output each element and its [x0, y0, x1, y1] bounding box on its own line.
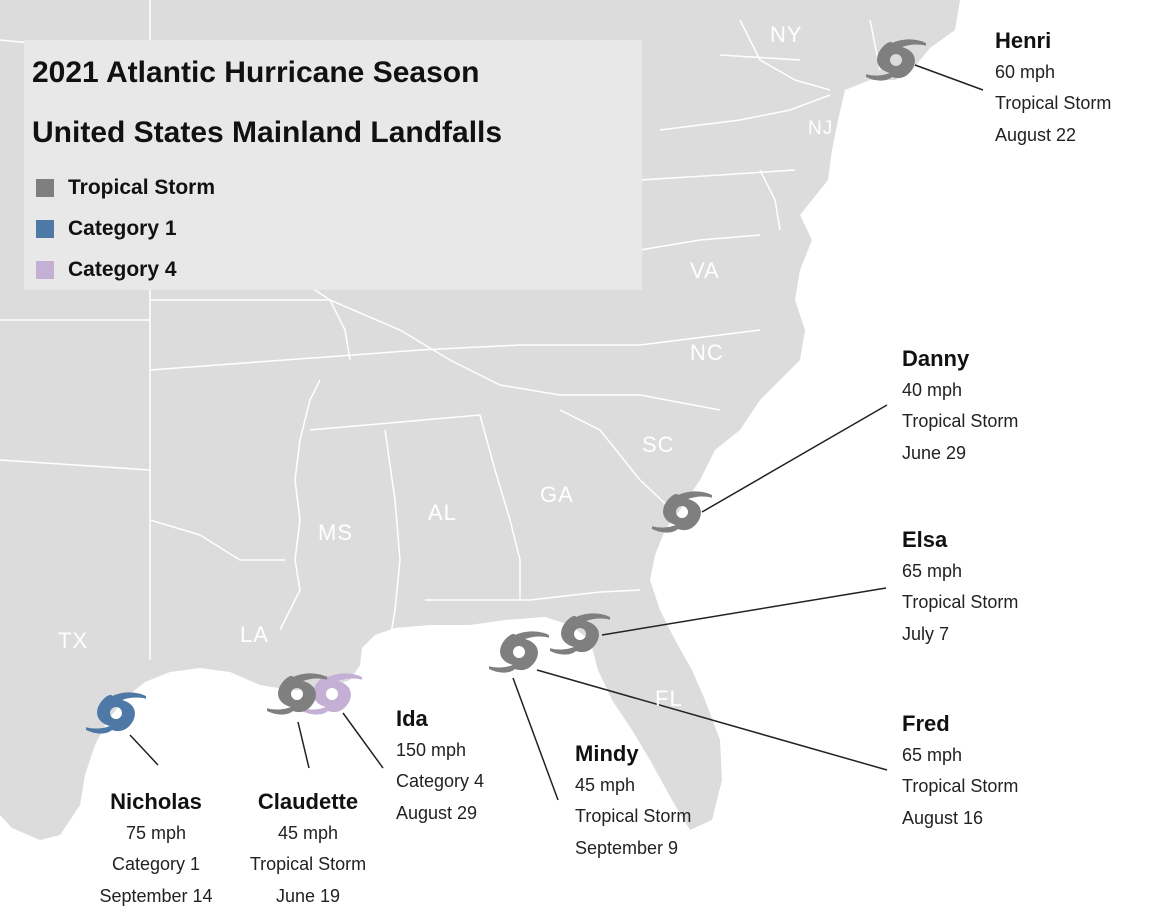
storm-category: Tropical Storm	[228, 849, 388, 881]
storm-date: August 29	[396, 798, 484, 830]
legend-label: Category 1	[68, 217, 177, 241]
storm-name: Danny	[902, 343, 1018, 375]
legend-item-category-1: Category 1	[36, 217, 177, 241]
state-label-nj: NJ	[808, 118, 833, 140]
storm-label-claudette: Claudette 45 mph Tropical Storm June 19	[228, 786, 388, 912]
storm-label-fred: Fred 65 mph Tropical Storm August 16	[902, 708, 1018, 834]
legend-label: Tropical Storm	[68, 176, 215, 200]
storm-speed: 65 mph	[902, 740, 1018, 772]
map-subtitle: United States Mainland Landfalls	[32, 116, 502, 150]
storm-category: Category 4	[396, 766, 484, 798]
state-label-ga: GA	[540, 482, 574, 508]
state-label-va: VA	[690, 258, 720, 284]
storm-name: Fred	[902, 708, 1018, 740]
storm-date: June 19	[228, 881, 388, 912]
storm-category: Category 1	[78, 849, 234, 881]
storm-label-danny: Danny 40 mph Tropical Storm June 29	[902, 343, 1018, 469]
legend-label: Category 4	[68, 258, 177, 282]
storm-category: Tropical Storm	[902, 406, 1018, 438]
storm-name: Claudette	[228, 786, 388, 818]
storm-name: Henri	[995, 25, 1111, 57]
storm-speed: 40 mph	[902, 375, 1018, 407]
state-label-sc: SC	[642, 432, 675, 458]
storm-label-nicholas: Nicholas 75 mph Category 1 September 14	[78, 786, 234, 912]
storm-category: Tropical Storm	[902, 771, 1018, 803]
map-title: 2021 Atlantic Hurricane Season	[32, 56, 479, 90]
storm-label-mindy: Mindy 45 mph Tropical Storm September 9	[575, 738, 691, 864]
state-label-al: AL	[428, 500, 457, 526]
state-label-ms: MS	[318, 520, 353, 546]
storm-speed: 60 mph	[995, 57, 1111, 89]
storm-speed: 65 mph	[902, 556, 1018, 588]
storm-label-ida: Ida 150 mph Category 4 August 29	[396, 703, 484, 829]
hurricane-icon-fred	[483, 631, 555, 672]
storm-speed: 45 mph	[228, 818, 388, 850]
state-label-fl: FL	[655, 686, 683, 712]
state-label-tx: TX	[58, 628, 88, 654]
storm-name: Ida	[396, 703, 484, 735]
state-label-la: LA	[240, 622, 269, 648]
storm-speed: 150 mph	[396, 735, 484, 767]
state-label-ny: NY	[770, 22, 803, 48]
storm-category: Tropical Storm	[902, 587, 1018, 619]
storm-name: Mindy	[575, 738, 691, 770]
state-label-nc: NC	[690, 340, 724, 366]
storm-date: August 16	[902, 803, 1018, 835]
storm-name: Elsa	[902, 524, 1018, 556]
legend-item-tropical-storm: Tropical Storm	[36, 176, 215, 200]
legend: 2021 Atlantic Hurricane Season United St…	[24, 40, 642, 290]
storm-date: June 29	[902, 438, 1018, 470]
storm-date: September 14	[78, 881, 234, 912]
legend-swatch	[36, 261, 54, 279]
storm-date: July 7	[902, 619, 1018, 651]
legend-swatch	[36, 179, 54, 197]
legend-swatch	[36, 220, 54, 238]
storm-speed: 45 mph	[575, 770, 691, 802]
storm-name: Nicholas	[78, 786, 234, 818]
legend-item-category-4: Category 4	[36, 258, 177, 282]
storm-label-elsa: Elsa 65 mph Tropical Storm July 7	[902, 524, 1018, 650]
storm-label-henri: Henri 60 mph Tropical Storm August 22	[995, 25, 1111, 151]
storm-date: September 9	[575, 833, 691, 865]
storm-date: August 22	[995, 120, 1111, 152]
storm-category: Tropical Storm	[995, 88, 1111, 120]
storm-speed: 75 mph	[78, 818, 234, 850]
storm-category: Tropical Storm	[575, 801, 691, 833]
